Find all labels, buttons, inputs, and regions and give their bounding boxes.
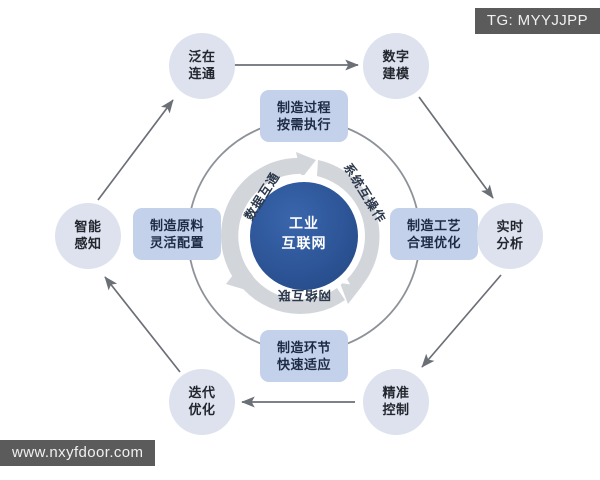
capability-box-right	[390, 208, 478, 260]
center-circle	[250, 182, 358, 290]
arrow-lower-left	[104, 276, 181, 373]
capability-box-left	[133, 208, 221, 260]
ring-segment-system-interop	[317, 160, 380, 293]
node-circle-digital-modeling	[363, 33, 429, 99]
node-circle-intelligent-sensing	[55, 203, 121, 269]
outer-node-circles	[55, 33, 543, 435]
ring-arrowhead-network-interconnect	[226, 266, 246, 290]
ring-segment-network-interconnect	[234, 271, 345, 315]
hexagon-flow-arrows	[97, 59, 502, 408]
arrow-lower-right	[421, 274, 502, 368]
capability-box-top	[260, 90, 348, 142]
capability-boxes	[133, 90, 478, 382]
watermark-bottom-left: www.nxyfdoor.com	[0, 440, 156, 466]
ring-arrowhead-system-interop	[340, 283, 362, 304]
arrow-upper-left	[97, 99, 174, 201]
node-circle-precise-control	[363, 369, 429, 435]
arrow-upper-right	[418, 96, 494, 199]
capability-box-bottom	[260, 330, 348, 382]
node-circle-ubiquitous-connection	[169, 33, 235, 99]
ring-segment-data-interop	[220, 157, 304, 288]
node-circle-realtime-analysis	[477, 203, 543, 269]
ring-arrowhead-data-interop	[296, 152, 316, 178]
node-circle-iterative-optimization	[169, 369, 235, 435]
watermark-top-right: TG: MYYJJPP	[474, 8, 600, 34]
